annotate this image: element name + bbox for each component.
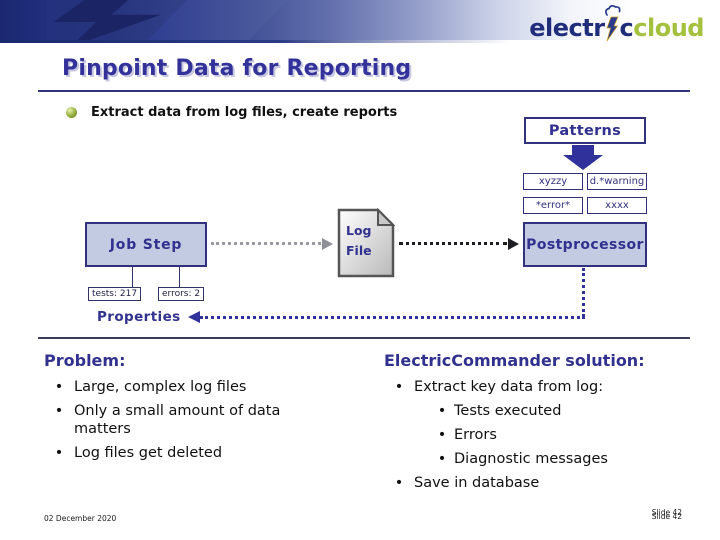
banner-corner-shape — [0, 0, 46, 40]
title-underline — [38, 90, 690, 92]
lightning-decoration — [37, 0, 164, 40]
properties-label: Properties — [97, 309, 181, 325]
list-item: • Log files get deleted — [44, 444, 344, 462]
sub-list-item: • Errors — [430, 426, 714, 444]
bullet-marker: • — [54, 445, 64, 461]
errors-property-chip: errors: 2 — [158, 287, 205, 301]
slide-number-text-duplicate: Slide 42 — [651, 512, 682, 521]
logo-text-cloud: cloud — [633, 14, 704, 42]
down-block-arrow-icon — [563, 145, 603, 170]
banner-diagonal-shape — [148, 0, 288, 40]
bullet-marker: • — [394, 475, 404, 491]
list-item: • Only a small amount of data matters — [44, 402, 344, 438]
bullet-marker: • — [54, 379, 64, 395]
sub-list-item: • Diagnostic messages — [430, 450, 714, 468]
pattern-chip: d.*warning — [587, 173, 647, 190]
bullet-marker: • — [54, 403, 64, 419]
slide-title: Pinpoint Data for Reporting — [62, 56, 412, 81]
bullet-marker: • — [437, 427, 447, 443]
document-icon — [337, 207, 396, 278]
footer-date: 02 December 2020 — [44, 514, 117, 523]
list-item: • Save in database — [384, 474, 714, 492]
problem-section: Problem: • Large, complex log files • On… — [44, 351, 344, 468]
job-step-box: Job Step — [85, 222, 207, 267]
right-arrowhead-icon — [508, 238, 519, 250]
header-banner — [0, 0, 720, 40]
pattern-chip: xyzzy — [523, 173, 583, 190]
lightning-bolt-icon — [604, 4, 621, 42]
log-to-postprocessor-dotted-line — [399, 242, 507, 245]
intro-bullet-text: Extract data from log files, create repo… — [91, 105, 398, 120]
job-step-connector — [132, 267, 133, 288]
intro-bullet-row: Extract data from log files, create repo… — [66, 105, 397, 120]
green-sphere-bullet-icon — [66, 107, 77, 118]
pattern-chip: *error* — [523, 197, 583, 214]
log-file-label: Log File — [346, 223, 372, 258]
properties-dotted-line — [200, 316, 585, 319]
patterns-box: Patterns — [524, 117, 646, 144]
solution-heading: ElectricCommander solution: — [384, 351, 645, 370]
log-file-document-icon: Log File — [337, 207, 396, 278]
list-item: • Large, complex log files — [44, 378, 344, 396]
pattern-chip: xxxx — [587, 197, 647, 214]
postprocessor-down-dotted-line — [582, 268, 585, 317]
tests-property-chip: tests: 217 — [88, 287, 142, 301]
slide-number-text: Slide 42 — [651, 508, 682, 517]
list-item: • Extract key data from log: — [384, 378, 714, 396]
problem-heading: Problem: — [44, 351, 126, 370]
bullet-marker: • — [437, 451, 447, 467]
logo-text-c: c — [619, 14, 634, 42]
postprocessor-box: Postprocessor — [523, 222, 647, 267]
banner-bottom-rule — [0, 40, 510, 43]
solution-section: ElectricCommander solution: • Extract ke… — [384, 351, 714, 498]
logo-text-electr: electr — [529, 14, 605, 42]
bullet-marker: • — [437, 403, 447, 419]
section-divider — [38, 337, 690, 339]
left-arrowhead-icon — [188, 311, 200, 323]
slide-number: Slide 42 Slide 42 — [622, 508, 682, 530]
electric-cloud-logo: electr ccloud — [529, 4, 704, 45]
job-step-connector — [179, 267, 180, 288]
sub-list-item: • Tests executed — [430, 402, 714, 420]
jobstep-to-log-dotted-line — [211, 242, 321, 245]
bullet-marker: • — [394, 379, 404, 395]
right-arrowhead-icon — [322, 238, 333, 250]
